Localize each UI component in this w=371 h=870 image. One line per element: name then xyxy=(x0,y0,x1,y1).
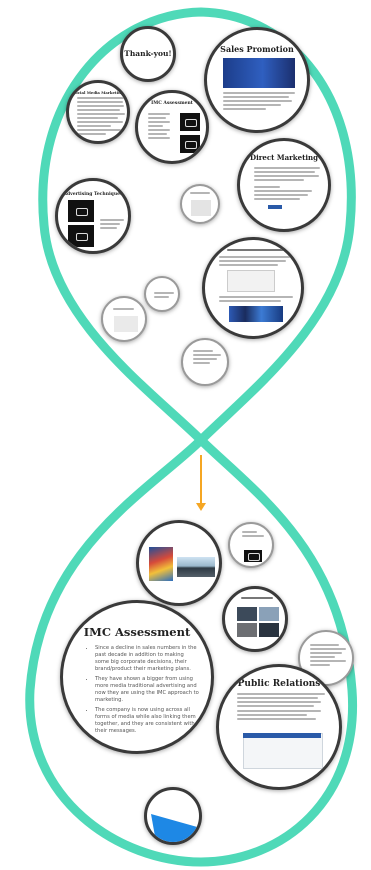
social-ads-screenshot-2 xyxy=(229,306,283,322)
small-middle-text xyxy=(190,192,212,196)
pr-image-banner xyxy=(243,733,321,738)
imc-bullet-3: The company is now using across all form… xyxy=(95,707,199,735)
sales-promotion-image xyxy=(223,58,295,88)
imc-assessment-small-title: IMC Assessment xyxy=(151,101,193,106)
small-circle-left[interactable] xyxy=(101,296,147,342)
small-circle-bottom[interactable] xyxy=(181,338,229,386)
imc-gallery-image-2 xyxy=(259,607,279,621)
small-circle-middle[interactable] xyxy=(180,184,220,224)
thank-you-title: Thank-you! xyxy=(124,49,172,58)
public-relations-circle[interactable]: Public Relations xyxy=(216,664,342,790)
imc-small-video-1[interactable] xyxy=(180,113,200,131)
path-bottom-loop xyxy=(25,433,358,867)
advertising-video-1[interactable] xyxy=(68,200,94,222)
link-circle-image xyxy=(151,814,199,842)
small-left-image xyxy=(114,316,138,332)
sales-promotion-text xyxy=(223,92,295,112)
imc-gallery-circle[interactable] xyxy=(222,586,288,652)
landscape-image xyxy=(177,557,215,577)
notes-circle[interactable] xyxy=(298,630,354,686)
photos-circle[interactable] xyxy=(136,520,222,606)
social-ads-circle[interactable] xyxy=(202,237,304,339)
direct-marketing-text xyxy=(254,167,320,202)
sales-promotion-circle[interactable]: Sales Promotion xyxy=(204,27,310,133)
small-middle-image xyxy=(191,200,211,216)
imc-gallery-image-3 xyxy=(237,623,257,637)
direct-marketing-circle[interactable]: Direct Marketing xyxy=(237,138,331,232)
link-circle[interactable] xyxy=(144,787,202,845)
notes-text xyxy=(310,644,346,668)
advertising-video-2[interactable] xyxy=(68,225,94,247)
social-ads-text-2 xyxy=(219,296,293,304)
imc-gallery-image-1 xyxy=(237,607,257,621)
imc-assessment-title: IMC Assessment xyxy=(83,625,191,639)
advertising-techniques-circle[interactable]: Advertising Techniques xyxy=(55,178,131,254)
imc-gallery-image-4 xyxy=(259,623,279,637)
imc-assessment-small-circle[interactable]: IMC Assessment xyxy=(135,90,209,164)
social-media-title: Social Media Marketing xyxy=(72,90,124,95)
small-bottom-text xyxy=(193,350,221,366)
video-circle-video[interactable] xyxy=(244,550,262,562)
social-ads-screenshot-1 xyxy=(227,270,275,292)
imc-gallery-heading xyxy=(241,597,273,601)
imc-assessment-circle[interactable]: IMC Assessment Since a decline in sales … xyxy=(60,600,214,754)
public-relations-text xyxy=(237,693,325,722)
direct-marketing-image xyxy=(268,205,282,209)
path-top-loop xyxy=(38,7,356,447)
imc-small-text xyxy=(148,113,170,141)
arrow-head xyxy=(196,503,206,511)
thank-you-circle[interactable]: Thank-you! xyxy=(120,26,176,82)
imc-bullet-2: They have shown a bigger from using more… xyxy=(95,676,199,704)
social-media-circle[interactable]: Social Media Marketing xyxy=(66,80,130,144)
public-relations-title: Public Relations xyxy=(237,679,321,689)
direct-marketing-title: Direct Marketing xyxy=(250,153,318,162)
small-left-text xyxy=(113,308,139,312)
imc-bullet-1: Since a decline in sales numbers in the … xyxy=(95,645,199,673)
social-media-text xyxy=(77,97,125,137)
imc-assessment-bullets: Since a decline in sales numbers in the … xyxy=(85,645,199,738)
social-ads-text xyxy=(219,256,293,268)
sales-promotion-title: Sales Promotion xyxy=(220,44,294,54)
public-relations-screenshot xyxy=(243,733,323,769)
advertising-text xyxy=(100,219,124,231)
advertising-title: Advertising Techniques xyxy=(63,192,123,197)
imc-small-video-2[interactable] xyxy=(180,135,200,153)
small-circle-top-left[interactable] xyxy=(144,276,180,312)
video-circle[interactable] xyxy=(228,522,274,568)
social-ads-heading xyxy=(227,249,285,253)
small-top-left-text xyxy=(154,292,174,300)
poster-image xyxy=(149,547,173,581)
video-circle-text xyxy=(242,531,264,539)
